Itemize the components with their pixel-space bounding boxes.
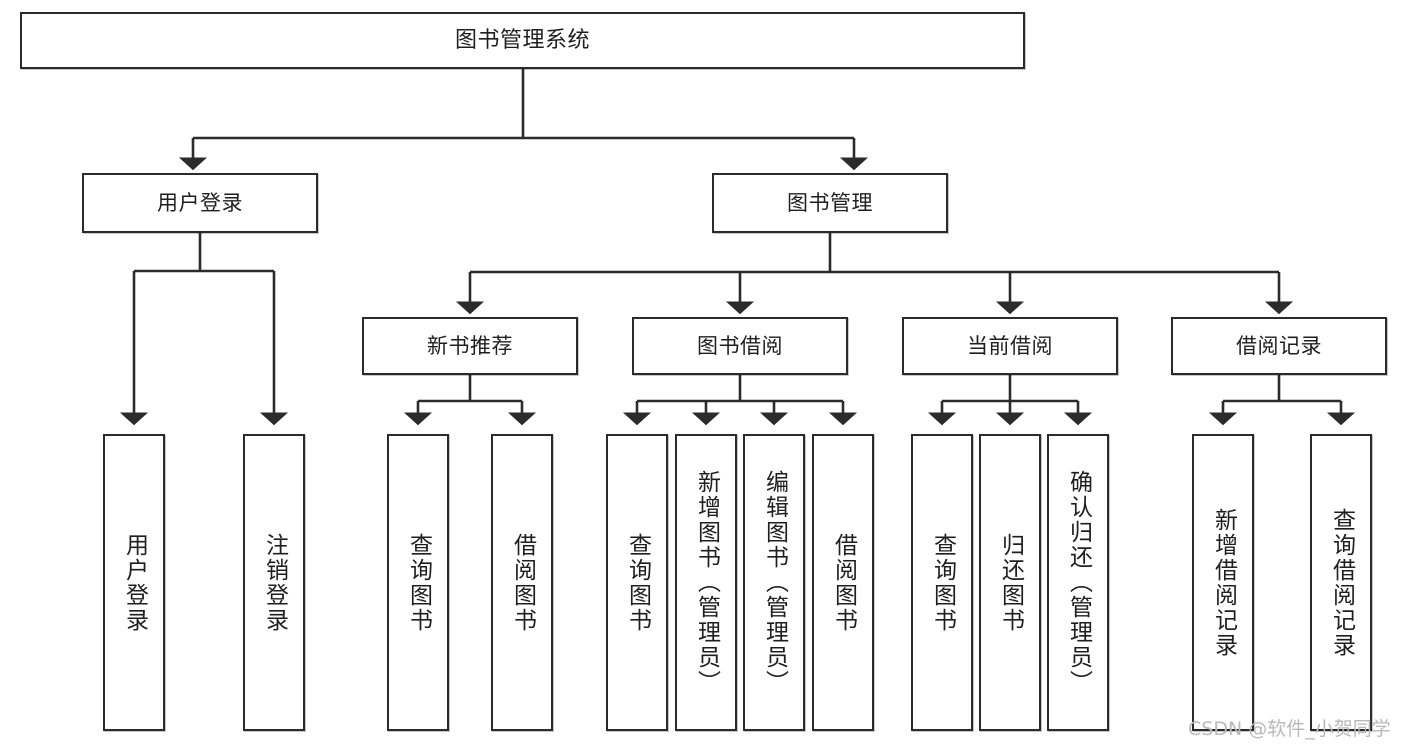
node-leaf-borrow-book-2[interactable]: 借阅图书: [812, 434, 874, 731]
node-label: 用户登录: [121, 532, 148, 633]
node-label: 用户登录: [157, 190, 243, 215]
node-label: 借阅图书: [830, 532, 857, 633]
node-current-borrow[interactable]: 当前借阅: [902, 317, 1118, 375]
node-label: 新增借阅记录: [1210, 507, 1237, 658]
node-label: 查询图书: [624, 532, 651, 633]
node-label: 图书管理系统: [454, 27, 590, 53]
node-label: 借阅图书: [509, 532, 536, 633]
node-label: 归还图书: [997, 532, 1024, 633]
node-borrow-record[interactable]: 借阅记录: [1171, 317, 1387, 375]
node-user-login[interactable]: 用户登录: [82, 173, 318, 233]
node-leaf-add-record[interactable]: 新增借阅记录: [1192, 434, 1254, 731]
node-root-book-management-system[interactable]: 图书管理系统: [20, 12, 1025, 69]
node-leaf-return-book[interactable]: 归还图书: [979, 434, 1041, 731]
node-leaf-user-logout[interactable]: 注销登录: [243, 434, 305, 731]
node-label: 当前借阅: [967, 333, 1053, 358]
node-label: 图书管理: [787, 190, 873, 215]
node-leaf-query-book-3[interactable]: 查询图书: [911, 434, 973, 731]
node-leaf-add-book[interactable]: 新增图书（管理员）: [675, 434, 737, 731]
node-leaf-query-book-1[interactable]: 查询图书: [387, 434, 449, 731]
node-label: 借阅记录: [1236, 333, 1322, 358]
node-book-management[interactable]: 图书管理: [712, 173, 948, 233]
node-leaf-user-login[interactable]: 用户登录: [103, 434, 165, 731]
node-label: 查询图书: [405, 532, 432, 633]
node-leaf-query-record[interactable]: 查询借阅记录: [1310, 434, 1372, 731]
node-label: 新增图书（管理员）: [693, 470, 720, 695]
node-leaf-confirm-return[interactable]: 确认归还（管理员）: [1047, 434, 1109, 731]
node-label: 图书借阅: [697, 333, 783, 358]
node-label: 编辑图书（管理员）: [761, 470, 788, 695]
node-leaf-query-book-2[interactable]: 查询图书: [606, 434, 668, 731]
node-label: 注销登录: [261, 532, 288, 633]
node-label: 查询借阅记录: [1328, 507, 1355, 658]
node-leaf-edit-book[interactable]: 编辑图书（管理员）: [743, 434, 805, 731]
node-label: 新书推荐: [427, 333, 513, 358]
node-book-borrow[interactable]: 图书借阅: [632, 317, 848, 375]
node-leaf-borrow-book-1[interactable]: 借阅图书: [491, 434, 553, 731]
watermark: CSDN @软件_小贺同学: [1188, 718, 1391, 740]
node-label: 查询图书: [929, 532, 956, 633]
node-new-book-recommend[interactable]: 新书推荐: [362, 317, 578, 375]
node-label: 确认归还（管理员）: [1065, 470, 1092, 695]
